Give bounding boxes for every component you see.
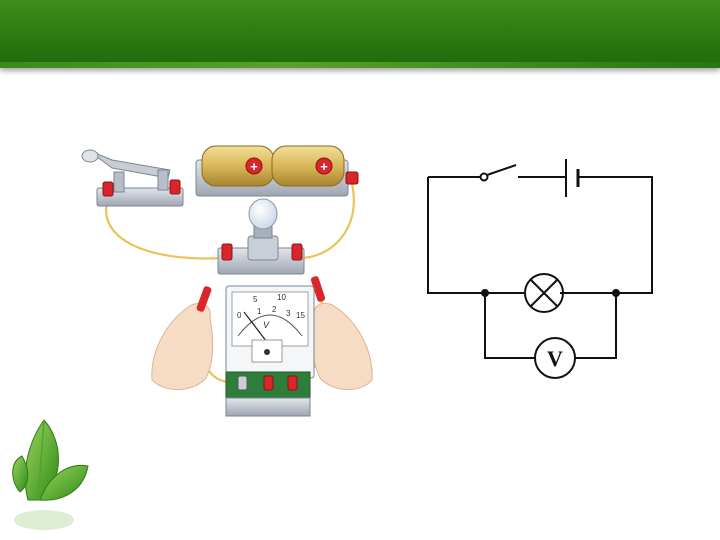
meter-terminal-3v (263, 375, 274, 391)
battery-cell-2: + (271, 145, 345, 187)
switch-pivot (479, 172, 489, 182)
battery-terminal (345, 171, 359, 185)
schematic-wire (575, 293, 617, 359)
scale-label: 3 (286, 309, 291, 318)
voltmeter-symbol-label: V (547, 346, 563, 371)
wire-battery-to-lamp (299, 183, 355, 260)
schematic-wire (484, 293, 535, 359)
lamp-terminal-left (221, 243, 233, 261)
leaf-decoration (12, 419, 89, 530)
voltmeter-symbol (534, 337, 576, 379)
header-bar (0, 0, 720, 68)
knife-switch (81, 149, 184, 207)
left-hand (151, 286, 214, 391)
scale-label: 5 (253, 295, 258, 304)
plus-sign-2: + (320, 159, 328, 174)
meter-scale: 0 5 10 15 1 2 3 (237, 293, 305, 320)
scale-label: 15 (296, 311, 305, 320)
lamp (217, 198, 305, 275)
schematic-wire (427, 177, 524, 294)
right-hand (310, 276, 373, 391)
scale-label: 1 (257, 307, 262, 316)
meter-unit: V (263, 320, 270, 330)
scale-label: 0 (237, 311, 242, 320)
wire-switch-to-lamp (105, 197, 223, 260)
battery-pack: + + (195, 145, 359, 197)
schematic-wire (560, 176, 653, 294)
lamp-symbol (524, 273, 564, 313)
scale-label: 2 (272, 305, 277, 314)
plus-sign-1: + (250, 159, 258, 174)
switch-blade (486, 164, 517, 176)
battery-cell-1: + (201, 145, 275, 187)
scale-label: 10 (277, 293, 286, 302)
voltmeter-device: 0 5 10 15 1 2 3 V (225, 285, 315, 417)
meter-terminal-neg (237, 375, 248, 391)
switch-terminal-left (102, 181, 114, 197)
circuit-schematic (427, 159, 653, 379)
switch-terminal-right (169, 179, 181, 195)
lamp-terminal-right (291, 243, 303, 261)
meter-terminal-15v (287, 375, 298, 391)
